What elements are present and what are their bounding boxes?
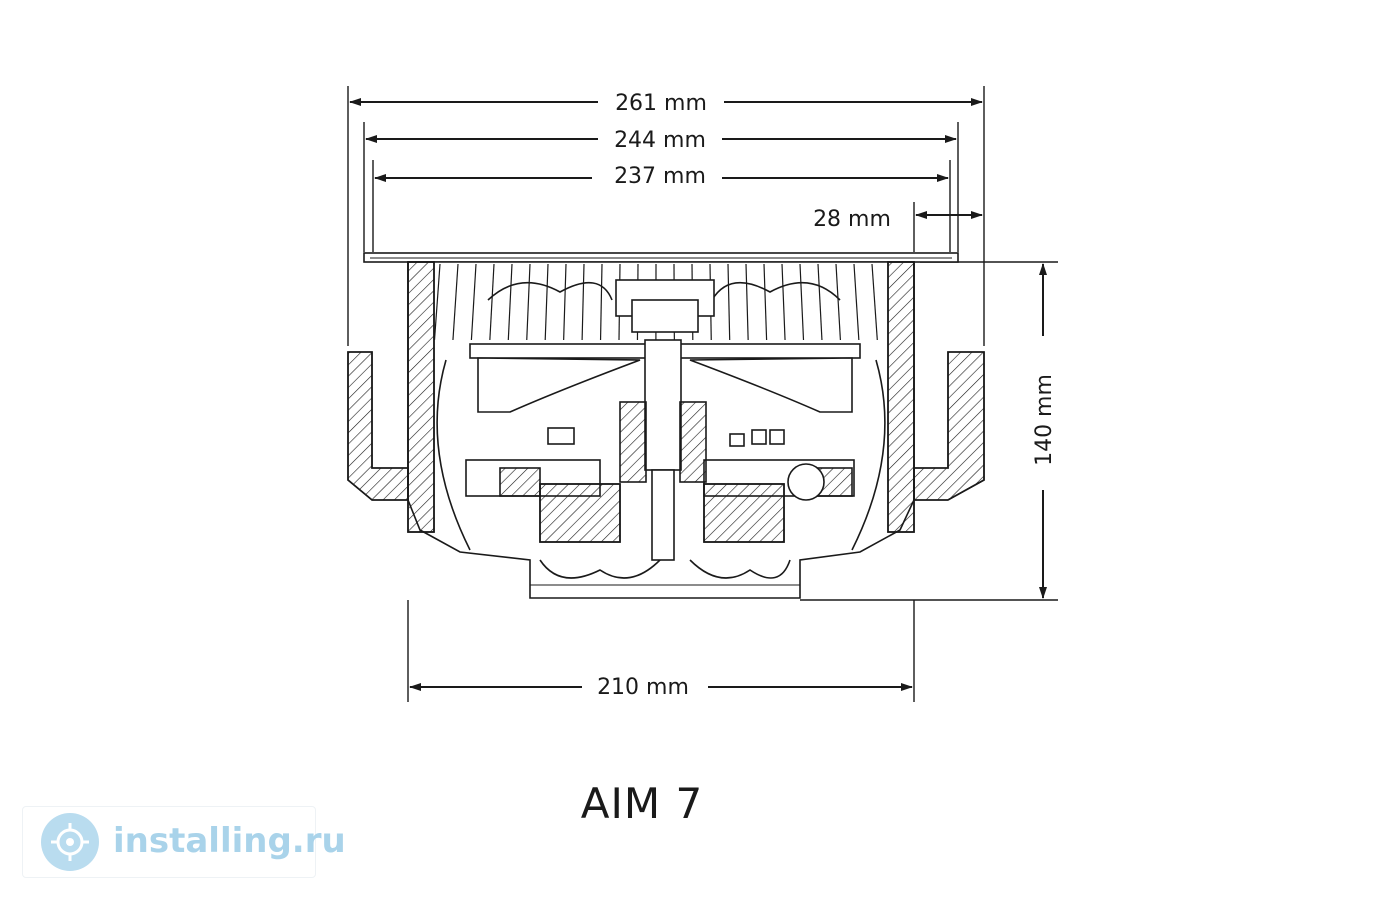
model-name: AIM 7 [581, 779, 703, 828]
installing-logo-icon [41, 813, 99, 871]
woofer-assembly [436, 279, 886, 586]
dim-label-28: 28 mm [813, 207, 891, 232]
extension-lines [347, 86, 1058, 702]
dim-label-140: 140 mm [1032, 374, 1057, 466]
watermark: installing.ru [22, 806, 346, 878]
dim-label-244: 244 mm [614, 128, 706, 153]
watermark-text: installing.ru [113, 821, 346, 861]
dim-label-237: 237 mm [614, 164, 706, 189]
dim-label-210: 210 mm [597, 675, 689, 700]
dim-label-261: 261 mm [615, 91, 707, 116]
dimension-lines [349, 98, 1047, 691]
